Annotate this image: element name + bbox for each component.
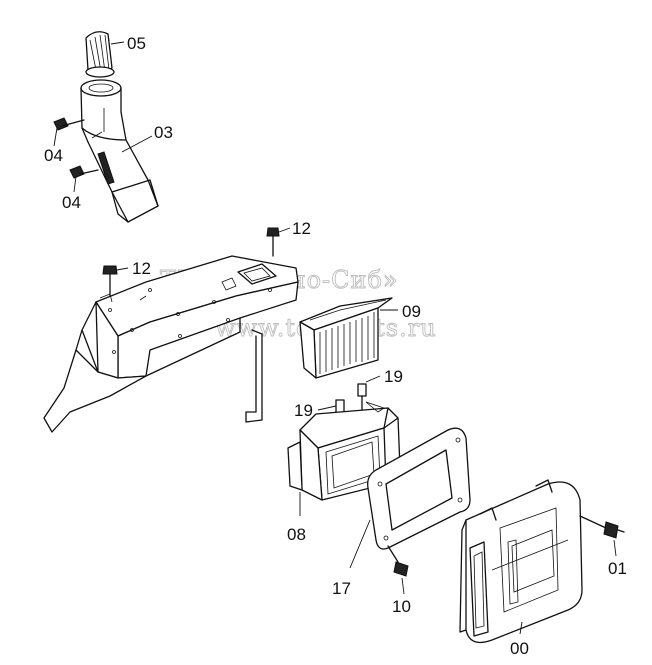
label-01: 01 xyxy=(608,559,627,578)
label-12-right: 12 xyxy=(292,219,311,238)
label-05: 05 xyxy=(127,34,146,53)
part-04-bolt-upper xyxy=(53,117,85,131)
part-labels: 05 03 04 04 12 12 09 19 19 08 17 10 01 0… xyxy=(44,34,627,658)
label-09: 09 xyxy=(402,302,421,321)
label-12-left: 12 xyxy=(132,259,151,278)
label-19-left: 19 xyxy=(294,401,313,420)
label-00: 00 xyxy=(510,639,529,658)
label-04-lower: 04 xyxy=(62,193,81,212)
label-04-upper: 04 xyxy=(44,146,63,165)
part-12-bolt-right xyxy=(266,227,280,257)
label-03: 03 xyxy=(154,123,173,142)
leader-lines xyxy=(53,41,617,635)
part-10-bolt xyxy=(387,545,409,577)
label-10: 10 xyxy=(392,597,411,616)
part-01-bolt xyxy=(579,515,625,539)
part-17-gasket xyxy=(367,427,471,550)
part-09-filter-element xyxy=(299,297,393,379)
label-08: 08 xyxy=(287,525,306,544)
label-19-right: 19 xyxy=(384,367,403,386)
part-03-intake-duct xyxy=(80,79,159,223)
housing-holes xyxy=(108,288,272,354)
label-17: 17 xyxy=(332,579,351,598)
part-05-filter-cap xyxy=(85,31,115,78)
part-00-cover xyxy=(459,479,583,644)
part-12-bolt-left xyxy=(102,265,118,297)
main-housing-bracket xyxy=(43,255,299,433)
part-04-bolt-lower xyxy=(69,165,99,179)
